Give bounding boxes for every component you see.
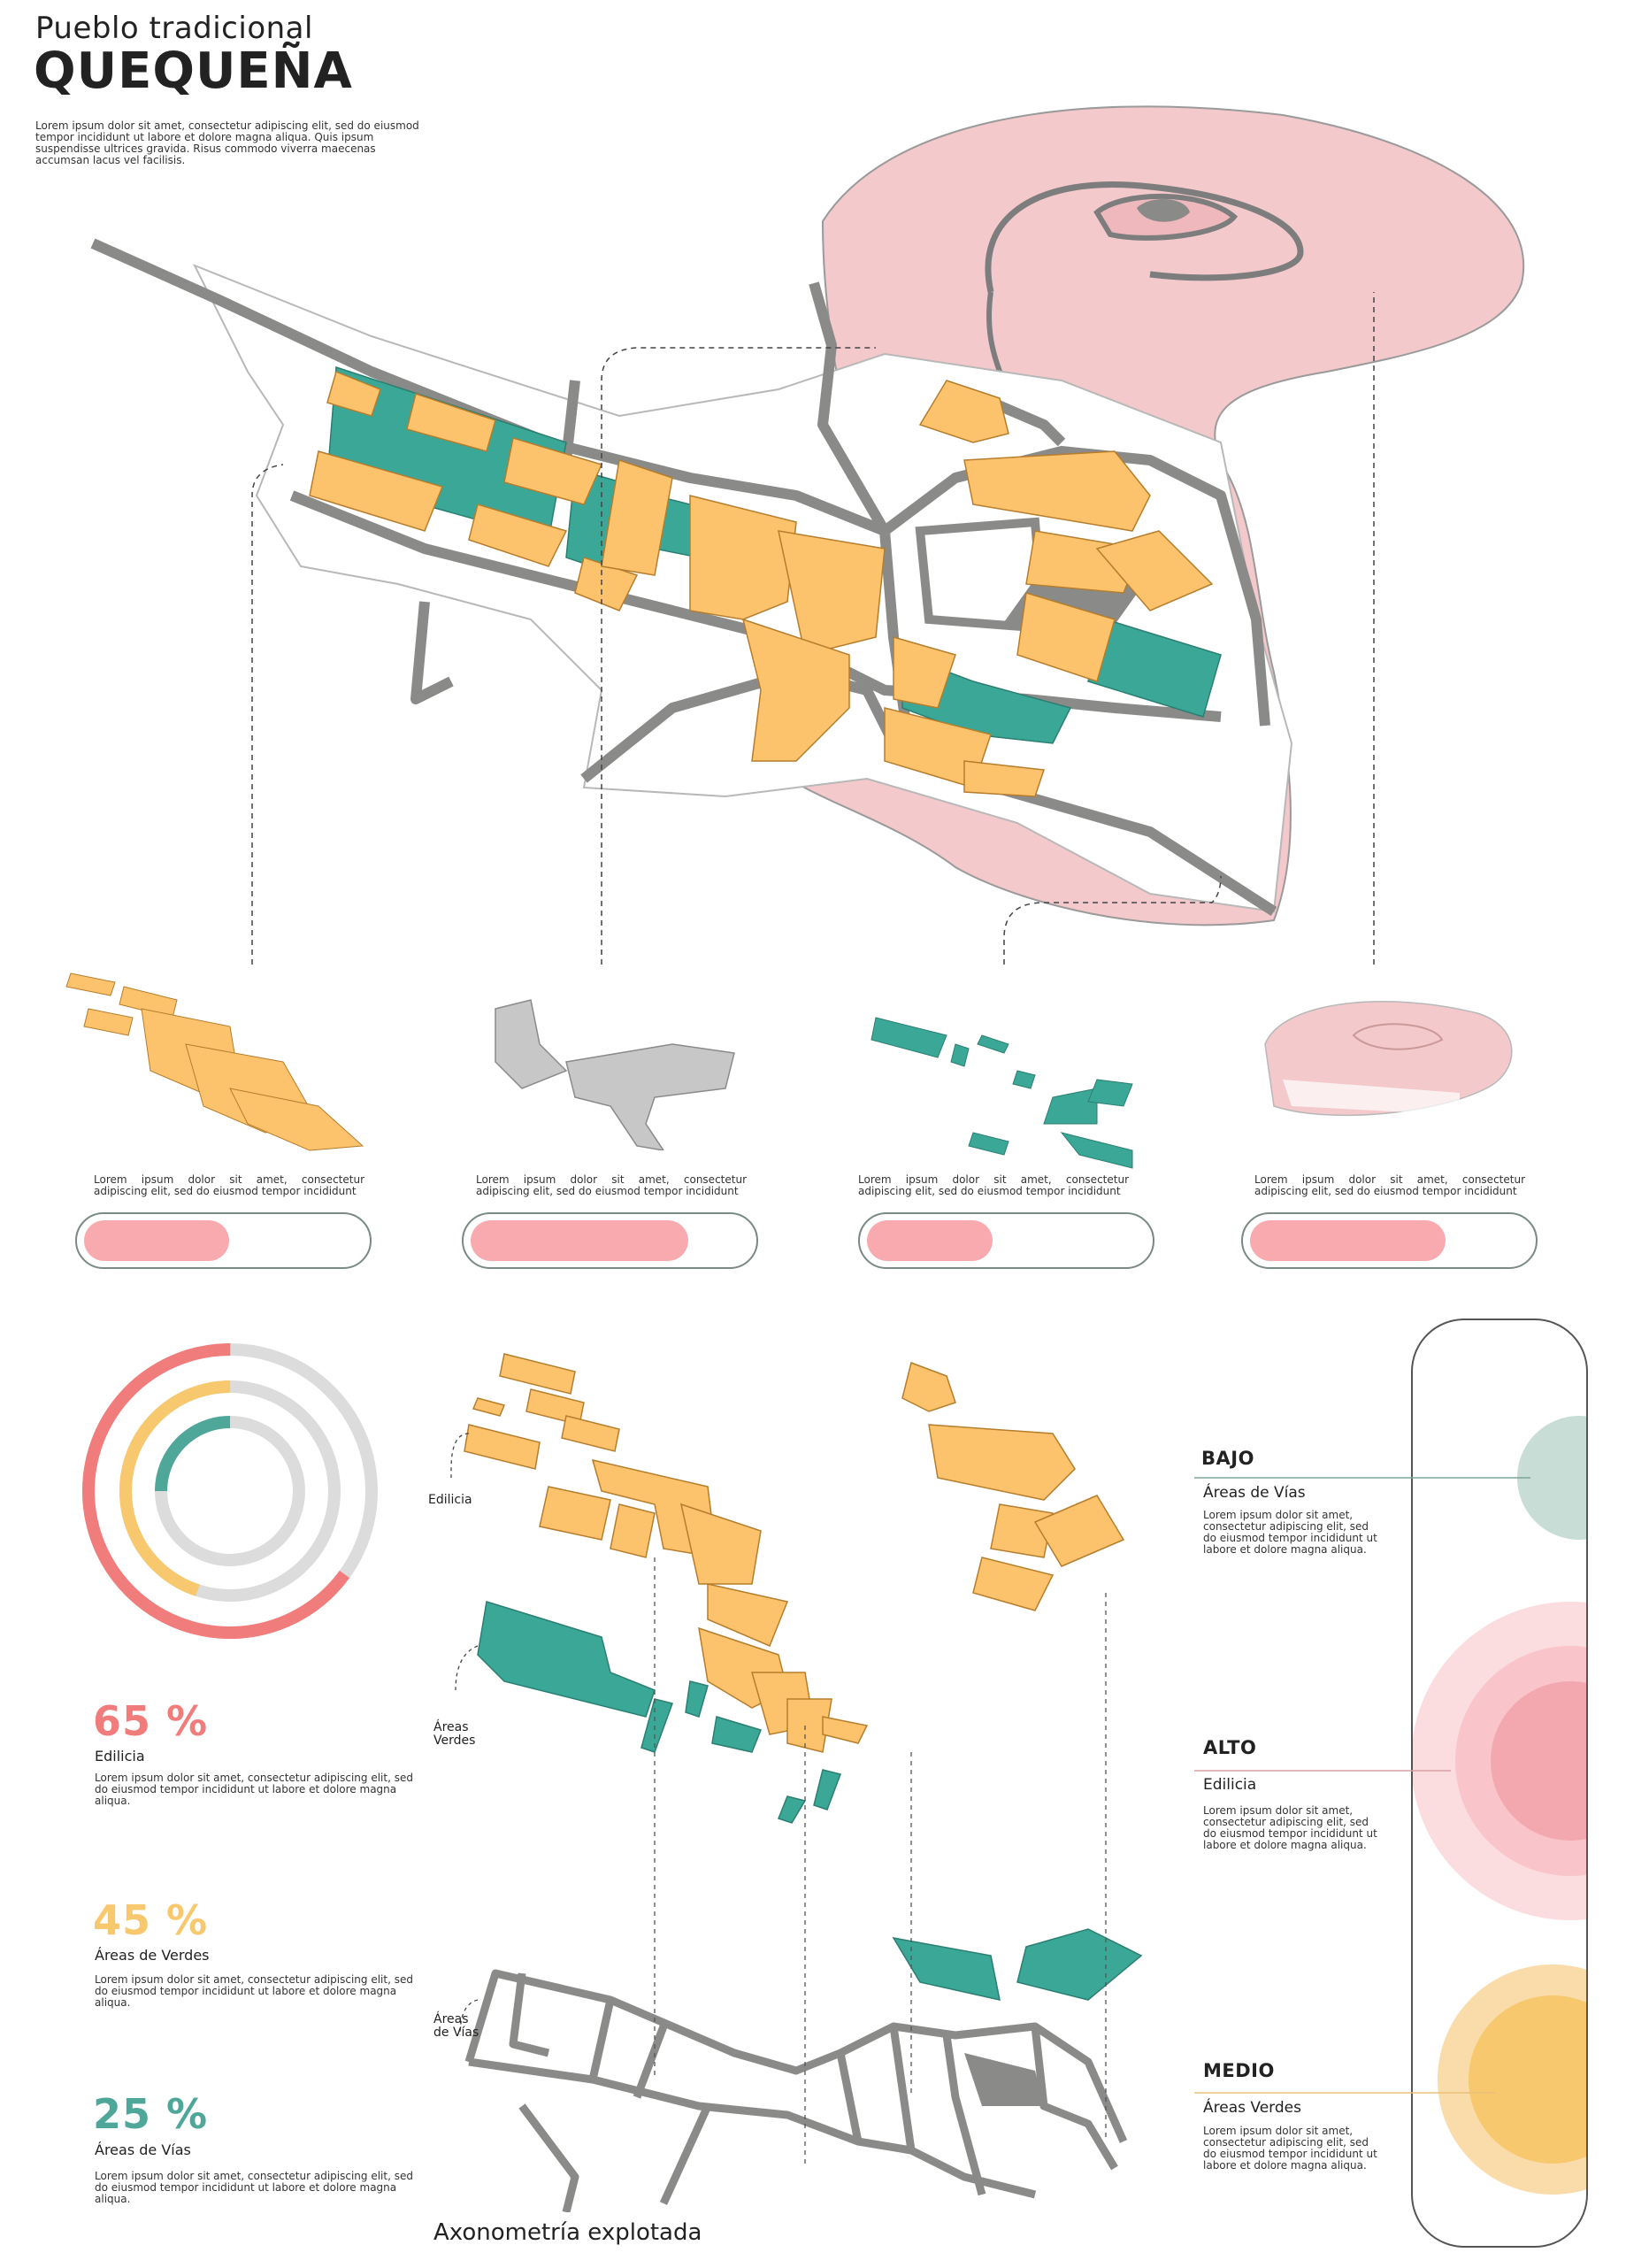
leader-edificia — [450, 1433, 470, 1478]
stat-vias-label: Áreas de Vías — [95, 2141, 191, 2158]
level-bajo-desc: Lorem ipsum dolor sit amet, consectetur … — [1203, 1509, 1377, 1556]
level-medio-title: MEDIO — [1203, 2060, 1275, 2081]
relief-contour-1 — [985, 181, 1304, 293]
level-alto-desc: Lorem ipsum dolor sit amet, consectetur … — [1203, 1804, 1377, 1851]
axo-green-areas — [477, 1601, 1143, 2001]
axo-buildings — [464, 1353, 1125, 1753]
level-alto-title: ALTO — [1203, 1737, 1257, 1758]
bar-fill — [867, 1220, 993, 1261]
stat-edificia-desc: Lorem ipsum dolor sit amet, consectetur … — [95, 1772, 413, 1807]
axonometry-title: Axonometría explotada — [433, 2219, 702, 2246]
level-bajo-title: BAJO — [1201, 1448, 1254, 1469]
level-medio-sub: Áreas Verdes — [1203, 2099, 1301, 2117]
edificia-layer-icon — [65, 973, 364, 1151]
concentric-donut — [81, 1343, 378, 1639]
level-alto-sub: Edilicia — [1203, 1776, 1257, 1794]
level-connectors — [1194, 1477, 1530, 2094]
level-panel — [1411, 1319, 1588, 2248]
buildings — [309, 370, 1214, 797]
axo-plaza — [964, 2053, 1044, 2106]
bar-fill — [84, 1220, 229, 1261]
level-bajo-sub: Áreas de Vías — [1203, 1484, 1306, 1502]
axo-roads — [464, 1969, 1128, 2212]
verdes-layer-icon — [871, 1017, 1133, 1169]
exploded-axonometry — [450, 1353, 1143, 2212]
leader-vias — [459, 1999, 479, 2036]
layer-bar-vias — [462, 1212, 758, 1269]
layer-desc-edificia: Lorem ipsum dolor sit amet, consectetur … — [94, 1173, 364, 1197]
stat-vias-value: 25 % — [93, 2090, 209, 2138]
relief-summit — [1137, 198, 1190, 222]
vias-layer-icon — [495, 999, 735, 1150]
donut-ring-arc — [155, 1416, 305, 1566]
relieve-layer-icon — [1264, 1001, 1513, 1117]
leader-lines — [251, 292, 1375, 965]
bar-fill — [471, 1220, 688, 1261]
layer-bar-edificia — [75, 1212, 372, 1269]
axo-label-edificia: Edilicia — [428, 1493, 472, 1507]
page-subtitle: Pueblo tradicional — [35, 11, 313, 46]
stat-verdes-label: Áreas de Verdes — [95, 1947, 210, 1964]
stat-verdes-desc: Lorem ipsum dolor sit amet, consectetur … — [95, 1973, 413, 2009]
layer-desc-verdes: Lorem ipsum dolor sit amet, consectetur … — [858, 1173, 1129, 1197]
stat-vias-desc: Lorem ipsum dolor sit amet, consectetur … — [95, 2170, 413, 2205]
stat-edificia-label: Edilicia — [95, 1748, 145, 1764]
stat-edificia-value: 65 % — [93, 1697, 209, 1745]
axo-guides — [654, 1557, 1107, 2168]
layer-bar-verdes — [858, 1212, 1154, 1269]
bar-fill — [1250, 1220, 1446, 1261]
level-circles — [1413, 1416, 1586, 2195]
layer-bar-relieve — [1241, 1212, 1538, 1269]
donut-ring-arc — [119, 1380, 341, 1602]
intro-text: Lorem ipsum dolor sit amet, consectetur … — [35, 119, 419, 166]
page-title: QUEQUEÑA — [34, 42, 353, 100]
level-medio-desc: Lorem ipsum dolor sit amet, consectetur … — [1203, 2125, 1377, 2172]
layer-desc-vias: Lorem ipsum dolor sit amet, consectetur … — [476, 1173, 747, 1197]
main-map — [90, 105, 1524, 965]
stat-verdes-value: 45 % — [93, 1896, 209, 1944]
leader-verdes — [455, 1645, 479, 1691]
layer-desc-relieve: Lorem ipsum dolor sit amet, consectetur … — [1254, 1173, 1525, 1197]
donut-ring-arc — [81, 1343, 378, 1639]
